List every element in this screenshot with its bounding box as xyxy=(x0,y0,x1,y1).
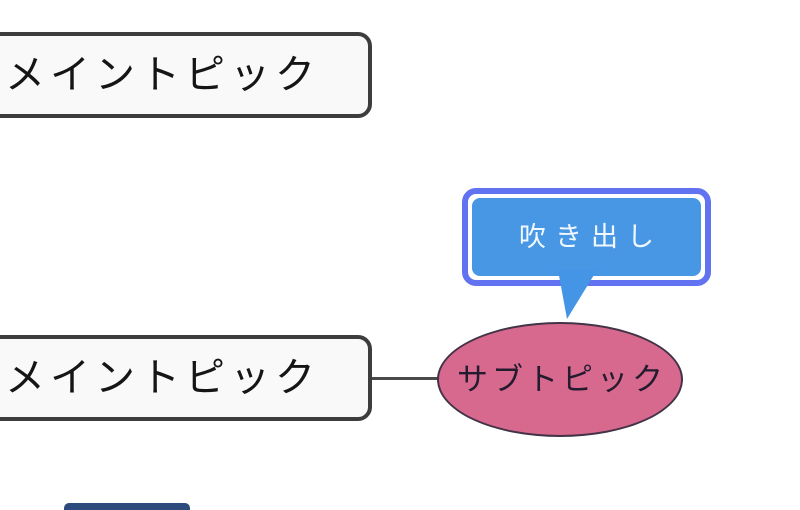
clipped-node-fragment[interactable] xyxy=(64,503,190,510)
main-topic-top-label: メイントピック xyxy=(5,52,320,97)
main-topic-node-bottom[interactable]: メイントピック xyxy=(0,335,372,421)
subtopic-label: サブトピック xyxy=(457,362,667,397)
main-topic-node-top[interactable]: メイントピック xyxy=(0,32,372,118)
subtopic-node[interactable]: サブトピック xyxy=(437,322,683,437)
connector-line xyxy=(366,377,440,380)
main-topic-bottom-label: メイントピック xyxy=(5,355,320,400)
callout-bubble[interactable]: 吹き出し xyxy=(462,188,711,286)
callout-bubble-inner: 吹き出し xyxy=(472,198,701,276)
callout-label: 吹き出し xyxy=(519,221,663,252)
